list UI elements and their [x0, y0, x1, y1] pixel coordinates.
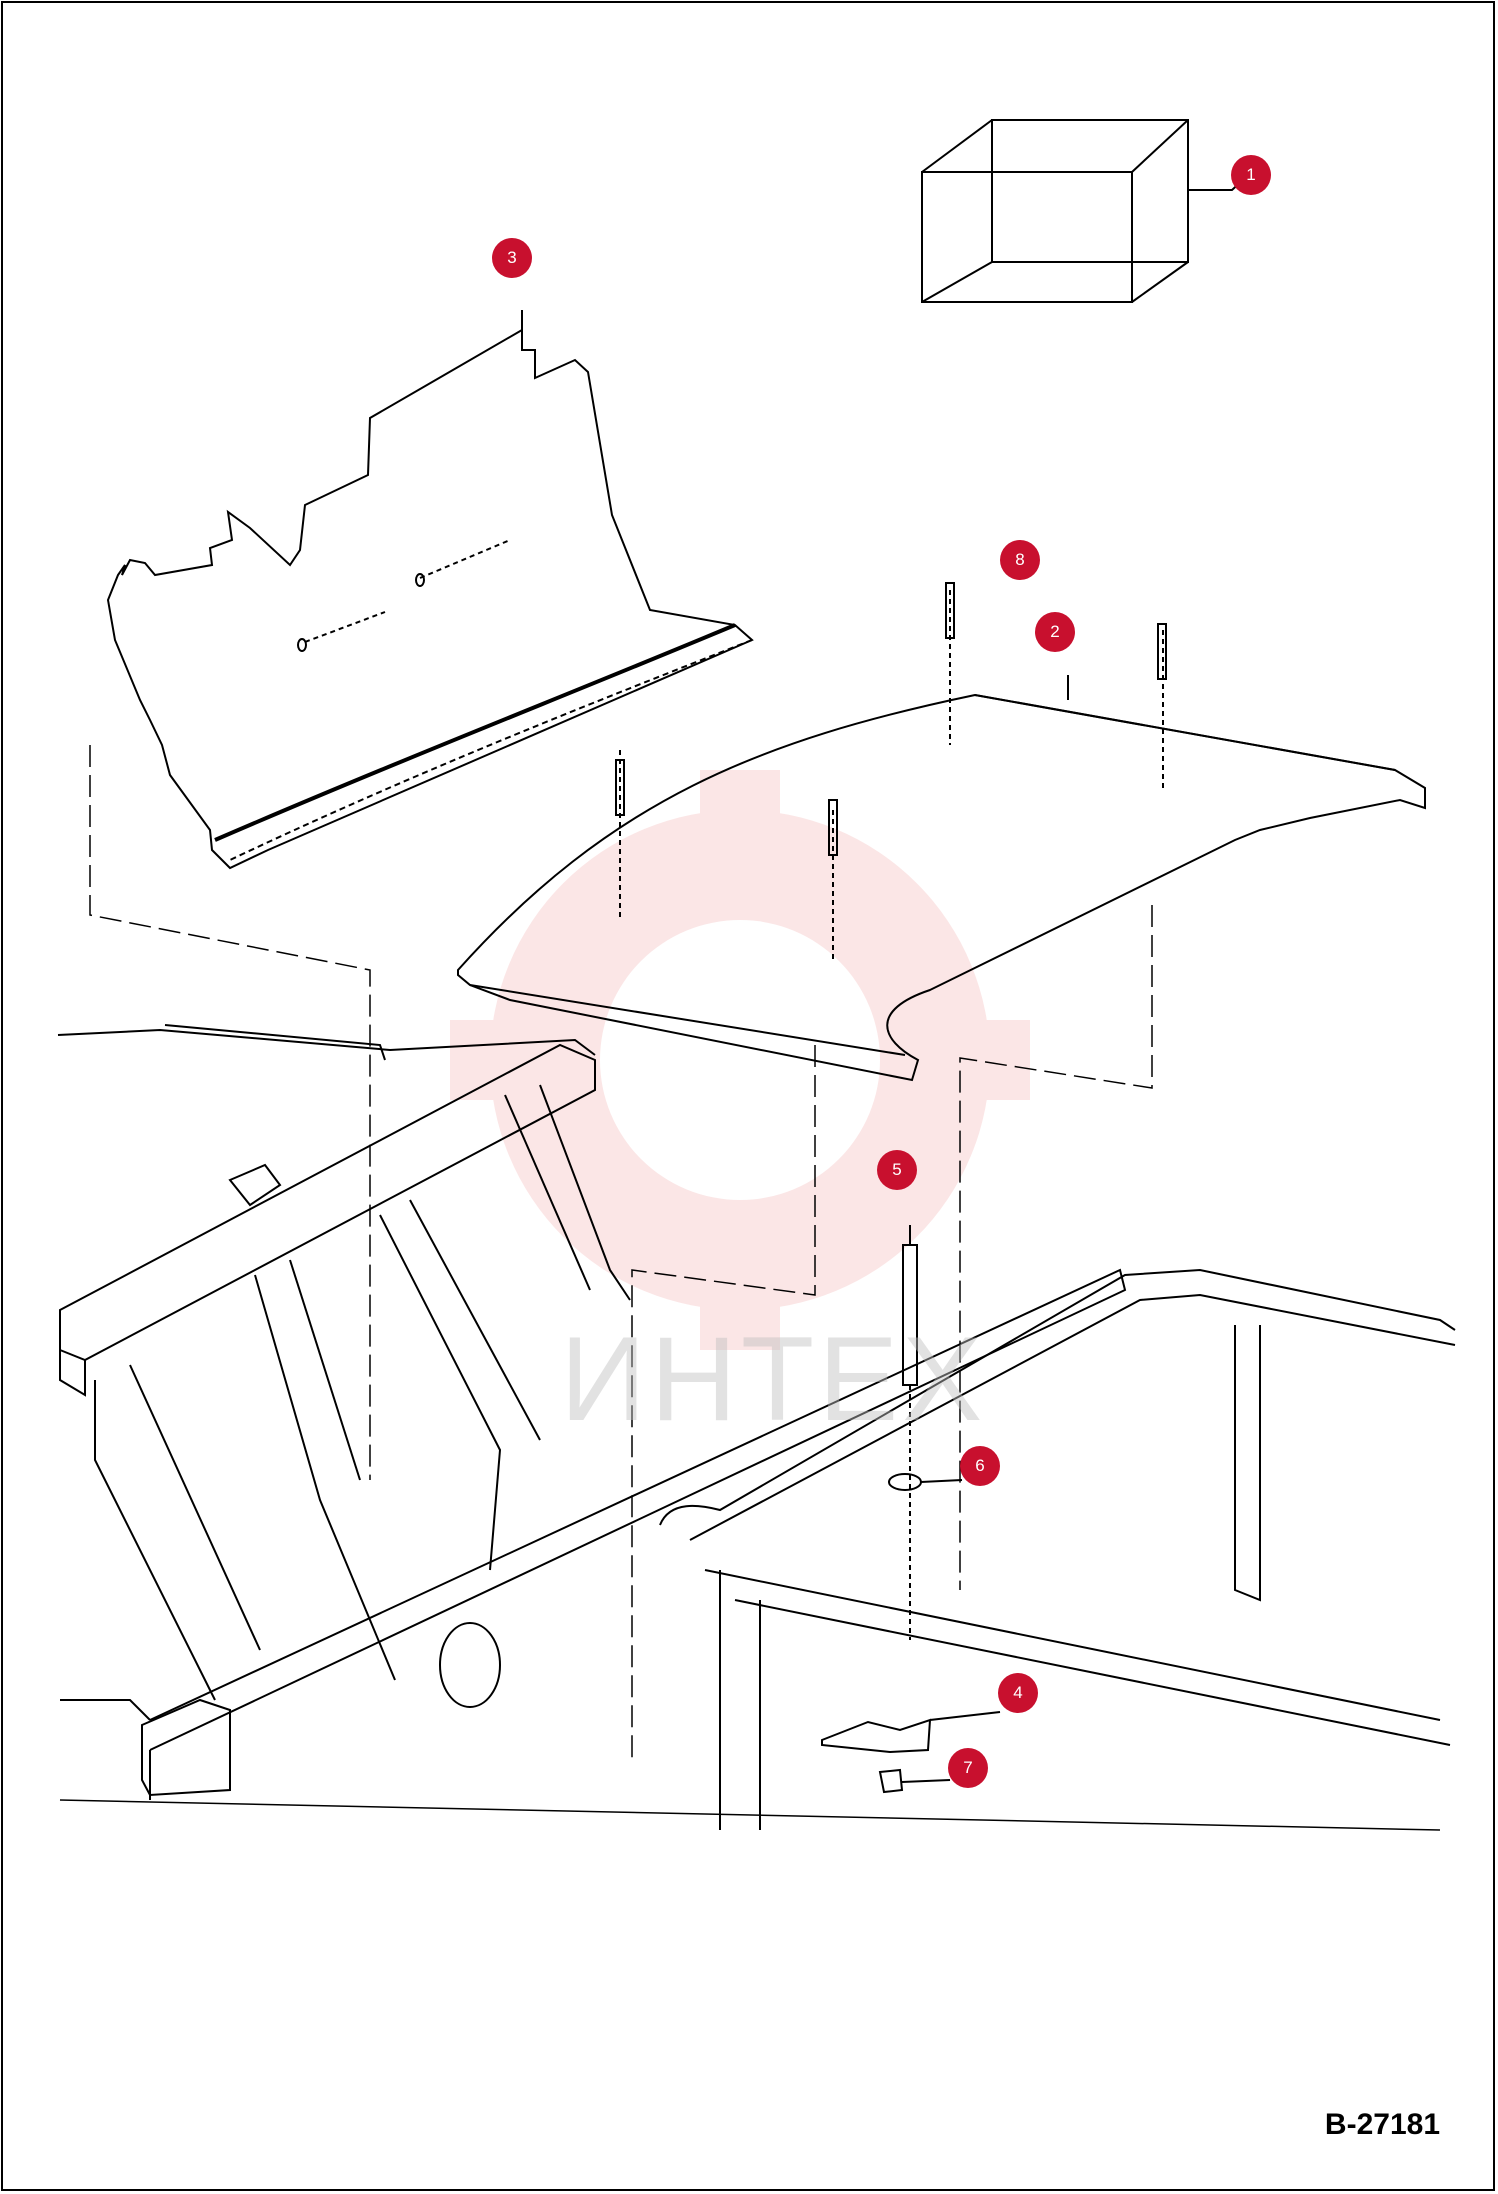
callout-5[interactable]: 5 — [877, 1150, 917, 1190]
callout-3[interactable]: 3 — [492, 238, 532, 278]
callout-2[interactable]: 2 — [1035, 612, 1075, 652]
watermark-text: ИНТЕХ — [560, 1312, 987, 1446]
alignment-lines — [89, 745, 1153, 1760]
washer — [888, 1473, 963, 1491]
bracket — [821, 1711, 1001, 1754]
callout-6[interactable]: 6 — [960, 1446, 1000, 1486]
kit-box — [921, 119, 1246, 303]
floor-panel — [457, 582, 1426, 1082]
nut — [878, 1768, 951, 1794]
long-bolt — [902, 1225, 918, 1640]
figure-reference-code: B-27181 — [1324, 2108, 1440, 2141]
guard-panel — [106, 310, 754, 870]
callout-1[interactable]: 1 — [1231, 155, 1271, 195]
chassis-frame — [57, 1024, 1456, 1831]
watermark-gear-icon — [450, 770, 1030, 1350]
callout-7[interactable]: 7 — [948, 1748, 988, 1788]
callout-8[interactable]: 8 — [1000, 540, 1040, 580]
callout-4[interactable]: 4 — [998, 1673, 1038, 1713]
